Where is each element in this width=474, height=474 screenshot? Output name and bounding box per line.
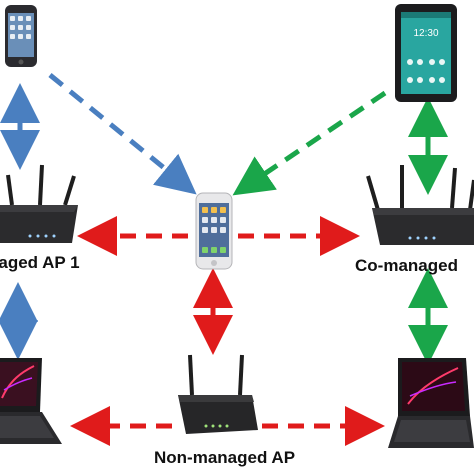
laptop-icon — [0, 358, 62, 444]
label-co-managed-ap: Co-managed — [355, 256, 458, 275]
arrow-tablet-to-center-phone — [232, 90, 387, 196]
router-icon — [178, 354, 258, 434]
laptop-icon — [388, 358, 474, 448]
router-icon — [0, 164, 78, 243]
smartphone-icon — [5, 5, 37, 67]
label-managed-ap-1: naged AP 1 — [0, 253, 80, 272]
tablet-icon: 12:30 — [395, 4, 457, 102]
router-icon — [366, 165, 474, 245]
smartphone-icon — [195, 192, 233, 270]
svg-text:12:30: 12:30 — [413, 28, 438, 39]
arrow-phone1-to-center-phone — [48, 73, 197, 195]
label-non-managed-ap: Non-managed AP — [154, 448, 296, 467]
